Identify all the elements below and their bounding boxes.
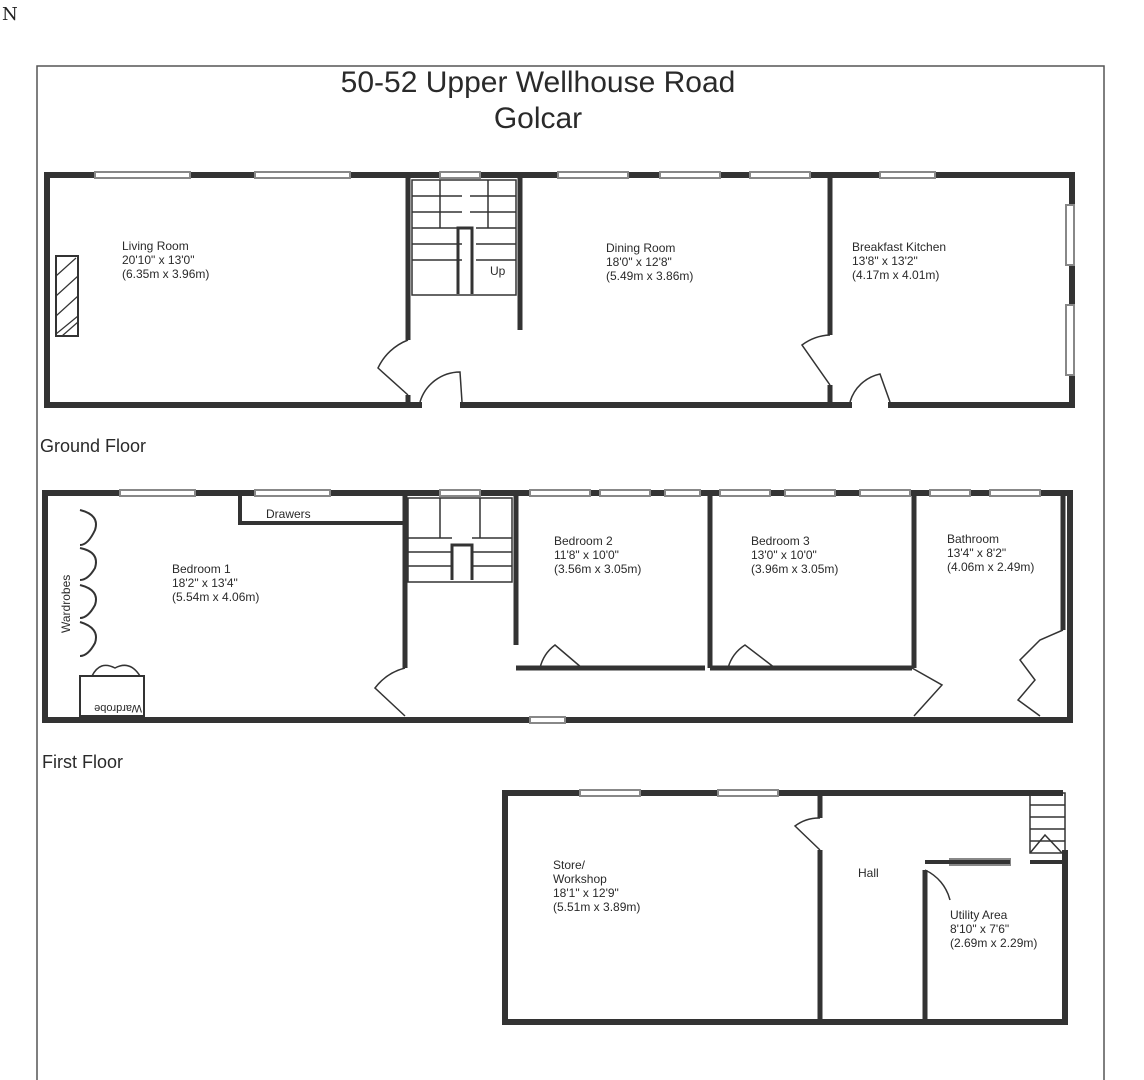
- utility-area-name: Utility Area: [950, 908, 1008, 922]
- title-line-1: 50-52 Upper Wellhouse Road: [341, 66, 736, 99]
- drawers-label: Drawers: [266, 507, 311, 521]
- wardrobes-doors: [79, 509, 145, 717]
- fireplace: [55, 255, 79, 337]
- breakfast-kitchen-imperial: 13'8" x 13'2": [852, 254, 918, 268]
- dining-room-name: Dining Room: [606, 241, 675, 255]
- bathroom-name: Bathroom: [947, 532, 999, 546]
- bedroom-3-label: Bedroom 3 13'0" x 10'0" (3.96m x 3.05m): [751, 534, 838, 576]
- dining-room-label: Dining Room 18'0" x 12'8" (5.49m x 3.86m…: [606, 241, 693, 283]
- bedroom-2-name: Bedroom 2: [554, 534, 613, 548]
- fireplace-hatch: [55, 257, 79, 337]
- first-stairs: [407, 497, 513, 583]
- dining-room-imperial: 18'0" x 12'8": [606, 255, 672, 269]
- bathroom-metric: (4.06m x 2.49m): [947, 560, 1034, 574]
- bedroom-2-imperial: 11'8" x 10'0": [554, 548, 619, 562]
- utility-area-metric: (2.69m x 2.29m): [950, 936, 1037, 950]
- bedroom-1-name: Bedroom 1: [172, 562, 231, 576]
- bathroom-imperial: 13'4" x 8'2": [947, 546, 1006, 560]
- bedroom-3-imperial: 13'0" x 10'0": [751, 548, 817, 562]
- bedroom-3-metric: (3.96m x 3.05m): [751, 562, 838, 576]
- dining-room-metric: (5.49m x 3.86m): [606, 269, 693, 283]
- living-room-metric: (6.35m x 3.96m): [122, 267, 209, 281]
- lower-stairs: [1029, 792, 1066, 854]
- ground-floor-heading: Ground Floor: [40, 436, 146, 456]
- bathroom-label: Bathroom 13'4" x 8'2" (4.06m x 2.49m): [947, 532, 1034, 574]
- wardrobe-label: Wardrobe: [94, 702, 142, 714]
- page-frame: [36, 65, 1105, 1080]
- bedroom-2-metric: (3.56m x 3.05m): [554, 562, 641, 576]
- breakfast-kitchen-name: Breakfast Kitchen: [852, 240, 946, 254]
- wardrobe-small: [79, 675, 145, 717]
- store-workshop-name-1: Store/: [553, 858, 586, 872]
- lower-windows: [579, 789, 1011, 866]
- ground-stairs: [411, 179, 517, 296]
- corner-mark: N: [2, 4, 18, 25]
- ground-floor-plan: [44, 171, 1075, 409]
- stairs-up-label: Up: [490, 264, 506, 278]
- store-workshop-metric: (5.51m x 3.89m): [553, 900, 640, 914]
- lower-outer-wall: [502, 790, 1068, 1025]
- lower-doors: [793, 817, 1063, 901]
- breakfast-kitchen-metric: (4.17m x 4.01m): [852, 268, 939, 282]
- bedroom-2-label: Bedroom 2 11'8" x 10'0" (3.56m x 3.05m): [554, 534, 641, 576]
- drawers-unit: [238, 496, 405, 525]
- first-doors: [373, 629, 1064, 717]
- title-line-2: Golcar: [494, 102, 582, 135]
- first-windows: [119, 489, 1041, 724]
- first-floor-heading: First Floor: [42, 752, 123, 772]
- first-floor-plan: [42, 489, 1073, 724]
- ground-windows: [94, 171, 1075, 376]
- store-workshop-name-2: Workshop: [553, 872, 607, 886]
- ground-outer-wall: [44, 172, 1075, 408]
- living-room-label: Living Room 20'10" x 13'0" (6.35m x 3.96…: [122, 239, 209, 281]
- bedroom-1-imperial: 18'2" x 13'4": [172, 576, 238, 590]
- hall-label: Hall: [858, 866, 879, 880]
- store-workshop-label: Store/ Workshop 18'1" x 12'9" (5.51m x 3…: [553, 858, 640, 914]
- utility-area-label: Utility Area 8'10" x 7'6" (2.69m x 2.29m…: [950, 908, 1037, 950]
- utility-area-imperial: 8'10" x 7'6": [950, 922, 1009, 936]
- bedroom-1-metric: (5.54m x 4.06m): [172, 590, 259, 604]
- living-room-imperial: 20'10" x 13'0": [122, 253, 195, 267]
- wardrobes-label: Wardrobes: [59, 575, 73, 633]
- bedroom-3-name: Bedroom 3: [751, 534, 810, 548]
- breakfast-kitchen-label: Breakfast Kitchen 13'8" x 13'2" (4.17m x…: [852, 240, 946, 282]
- living-room-name: Living Room: [122, 239, 189, 253]
- bedroom-1-label: Bedroom 1 18'2" x 13'4" (5.54m x 4.06m): [172, 562, 259, 604]
- store-workshop-imperial: 18'1" x 12'9": [553, 886, 619, 900]
- lower-floor-plan: [502, 789, 1068, 1025]
- ground-doors: [377, 334, 891, 403]
